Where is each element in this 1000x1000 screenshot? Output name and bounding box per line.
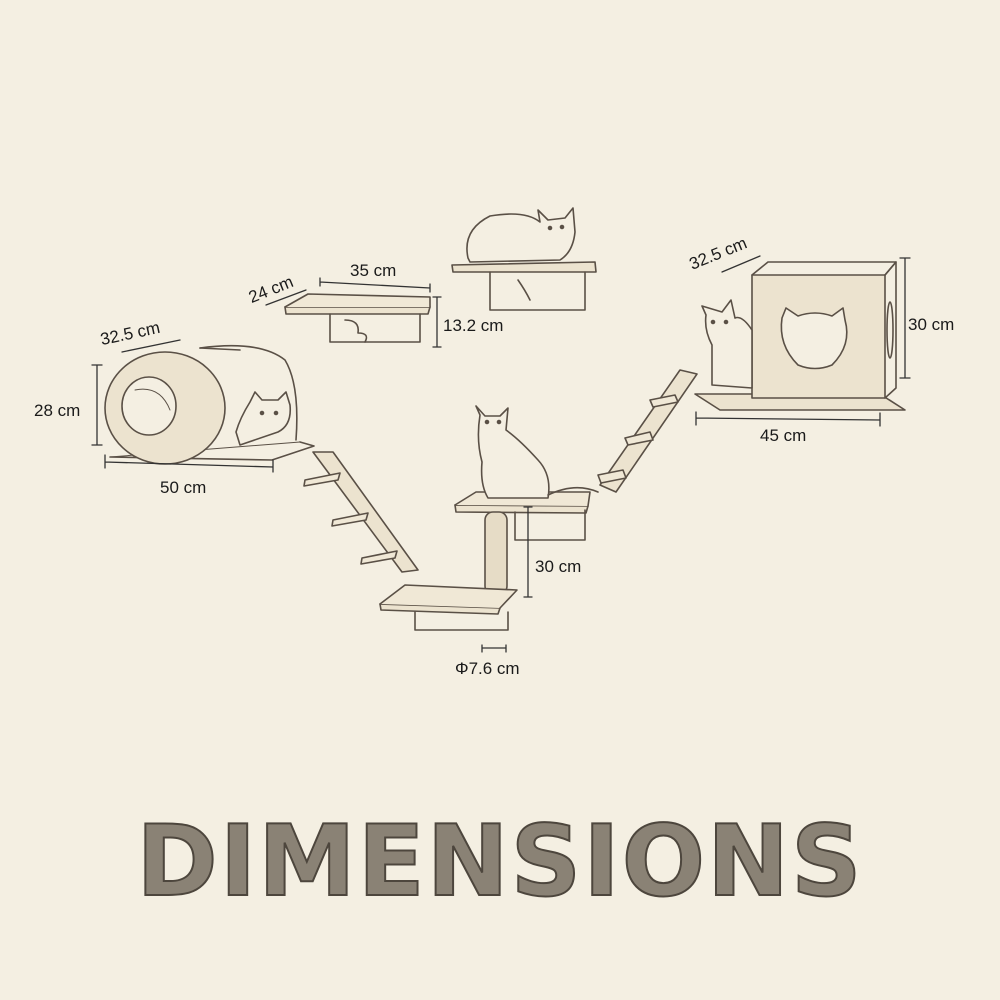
cube-house-dimension-lines — [695, 255, 911, 427]
page-title: DIMENSIONS — [135, 804, 864, 920]
small-shelf-illustration — [284, 293, 431, 343]
cube-house-width-label: 45 cm — [760, 426, 807, 445]
tunnel-house-dimension-lines — [91, 339, 274, 473]
left-ladder-illustration — [303, 451, 419, 573]
right-ladder-illustration — [597, 369, 698, 493]
cube-house-illustration — [694, 261, 906, 411]
post-height-label: 30 cm — [535, 557, 582, 576]
post-diameter-label: Φ7.6 cm — [455, 659, 520, 678]
small-shelf-width-label: 35 cm — [350, 261, 397, 280]
top-shelf-with-cat-illustration — [451, 207, 597, 311]
tunnel-house-illustration — [104, 344, 315, 465]
tunnel-house-width-label: 50 cm — [160, 478, 207, 497]
tunnel-house-height-label: 28 cm — [34, 401, 81, 420]
post-platform-illustration — [379, 405, 599, 631]
cube-house-height-label: 30 cm — [908, 315, 955, 334]
post-platform-dimension-lines — [481, 506, 533, 653]
small-shelf-height-label: 13.2 cm — [443, 316, 504, 335]
small-shelf-dimension-lines — [265, 277, 442, 348]
